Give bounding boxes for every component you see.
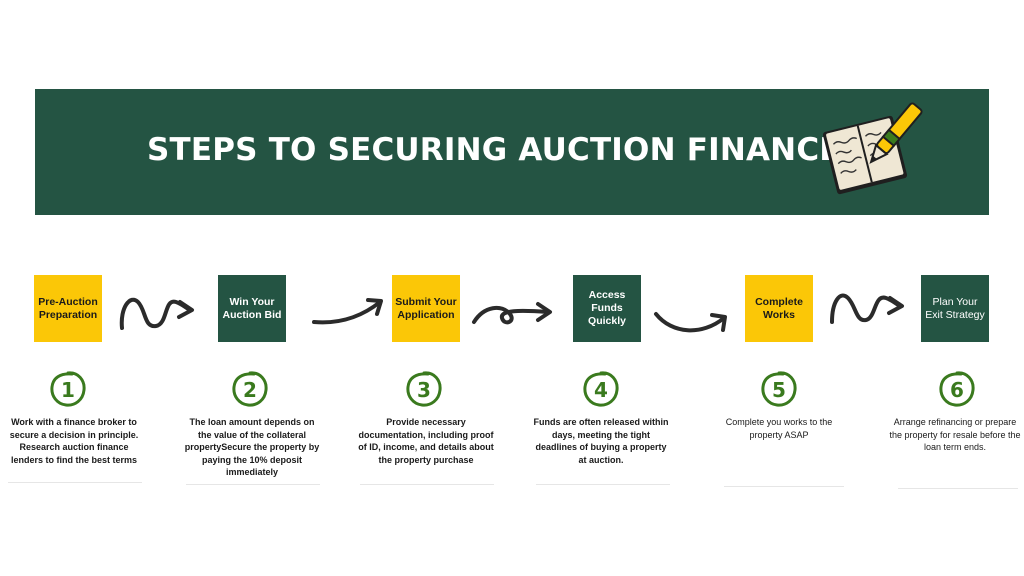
number-6-icon: 6 — [939, 371, 975, 407]
step-2-label: Win Your Auction Bid — [222, 295, 282, 321]
step-2-number: 2 — [243, 378, 257, 402]
step-3-description: Provide necessary documentation, includi… — [358, 417, 494, 465]
step-2-box: Win Your Auction Bid — [218, 275, 286, 342]
number-5-icon: 5 — [761, 371, 797, 407]
arrow-3-to-4 — [472, 302, 552, 325]
step-6-number: 6 — [950, 378, 964, 402]
title-banner: STEPS TO SECURING AUCTION FINANCE — [35, 89, 989, 215]
arrow-2-to-3 — [312, 298, 383, 325]
step-3-label: Submit Your Application — [395, 295, 457, 321]
arrow-5-to-6 — [830, 293, 904, 324]
number-2-icon: 2 — [232, 371, 268, 407]
arrow-1-to-2 — [119, 297, 194, 330]
step-4-number: 4 — [594, 378, 608, 402]
step-6-description: Arrange refinancing or prepare the prope… — [889, 417, 1021, 452]
step-4-box: Access Funds Quickly — [573, 275, 641, 342]
step-1-label: Pre-Auction Preparation — [38, 295, 98, 321]
page-title: STEPS TO SECURING AUCTION FINANCE — [147, 132, 841, 168]
step-4-description: Funds are often released within days, me… — [533, 417, 669, 465]
step-3-divider — [360, 484, 494, 485]
step-1-divider — [8, 482, 142, 483]
step-3-number: 3 — [417, 378, 431, 402]
step-1-box: Pre-Auction Preparation — [34, 275, 102, 342]
number-3-icon: 3 — [406, 371, 442, 407]
number-4-icon: 4 — [583, 371, 619, 407]
notebook-pen-icon — [822, 102, 923, 195]
step-2-divider — [186, 484, 320, 485]
step-4-divider — [536, 484, 670, 485]
step-5-description: Complete you works to the property ASAP — [725, 417, 833, 440]
step-6-label: Plan Your Exit Strategy — [925, 295, 985, 321]
step-6-box: Plan Your Exit Strategy — [921, 275, 989, 342]
step-2-description: The loan amount depends on the value of … — [184, 417, 320, 477]
arrow-4-to-5 — [654, 312, 727, 333]
step-5-number: 5 — [772, 378, 786, 402]
step-5-divider — [724, 486, 844, 487]
step-3-box: Submit Your Application — [392, 275, 460, 342]
step-1-number: 1 — [61, 378, 75, 402]
step-6-divider — [898, 488, 1018, 489]
step-1-description: Work with a finance broker to secure a d… — [9, 417, 139, 465]
step-4-label: Access Funds Quickly — [588, 289, 626, 327]
step-5-label: Complete Works — [755, 295, 803, 321]
number-1-icon: 1 — [50, 371, 86, 407]
step-5-box: Complete Works — [745, 275, 813, 342]
